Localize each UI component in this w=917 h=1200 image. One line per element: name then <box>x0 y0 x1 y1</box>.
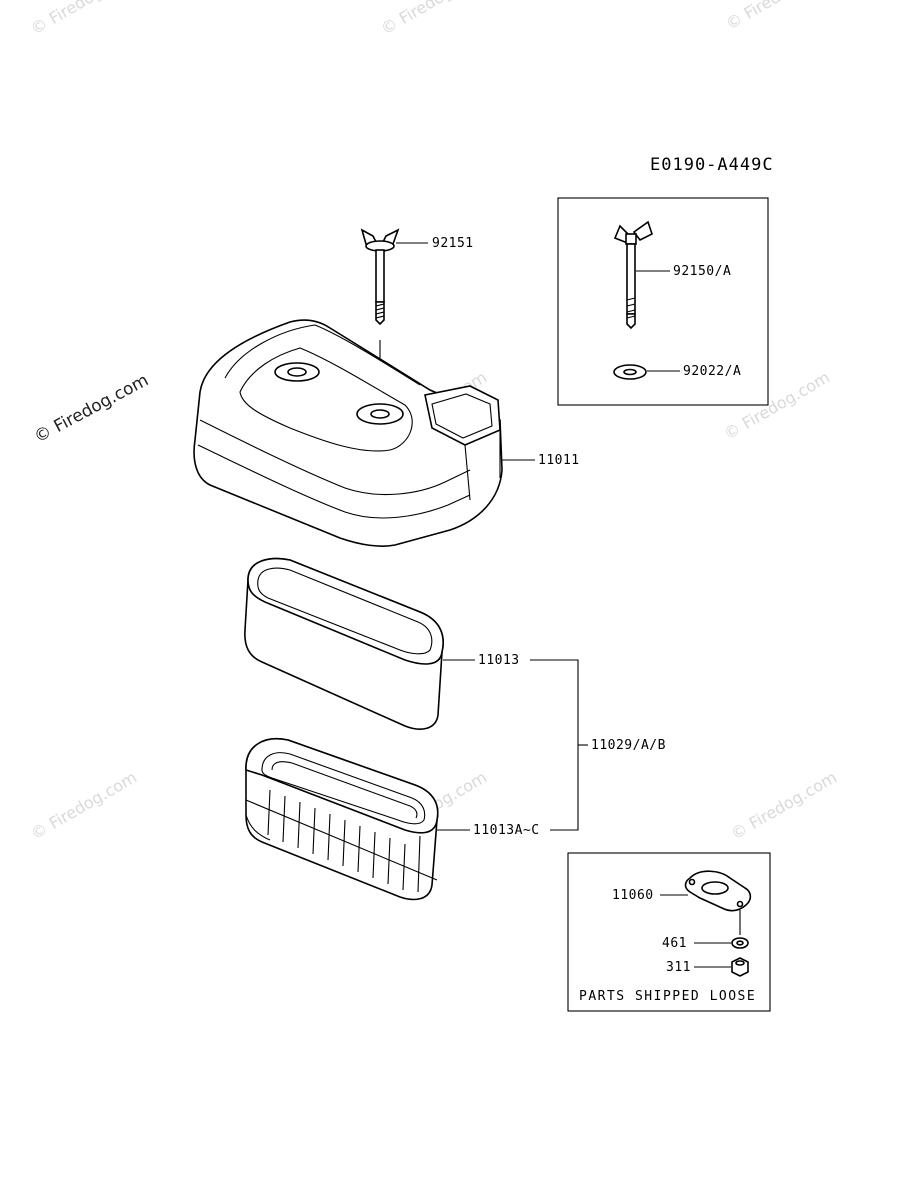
label-11013: 11013 <box>478 653 520 668</box>
gasket-11060 <box>684 870 752 935</box>
bracket-11029 <box>530 659 579 831</box>
watermark: © Firedog.com <box>28 768 141 844</box>
pre-cleaner <box>244 557 444 730</box>
label-311: 311 <box>666 960 691 975</box>
label-92022: 92022/A <box>683 364 741 379</box>
air-cleaner-cover <box>193 319 503 547</box>
diagram-code: E0190-A449C <box>650 155 774 175</box>
label-11011: 11011 <box>538 453 580 468</box>
loose-box-title: PARTS SHIPPED LOOSE <box>579 989 756 1004</box>
label-11060: 11060 <box>612 888 654 903</box>
watermark: © Firedog.com <box>728 768 841 844</box>
watermark-logo: © Firedog.com <box>31 370 152 447</box>
loose-parts-box <box>567 852 771 1012</box>
label-11013A: 11013A~C <box>473 823 540 838</box>
watermark: © Firedog.com <box>28 0 141 38</box>
label-92151: 92151 <box>432 236 474 251</box>
wing-bolt-92150 <box>613 220 653 330</box>
watermark: © Firedog.com <box>378 0 491 38</box>
label-11029: 11029/A/B <box>591 738 666 753</box>
label-92150: 92150/A <box>673 264 731 279</box>
label-461: 461 <box>662 936 687 951</box>
lock-washer-461 <box>731 937 749 949</box>
nut-311 <box>731 957 749 977</box>
filter-element <box>245 738 439 901</box>
alternate-parts-box <box>557 197 769 406</box>
washer-92022 <box>613 364 647 380</box>
watermark: © Firedog.com <box>723 0 836 33</box>
